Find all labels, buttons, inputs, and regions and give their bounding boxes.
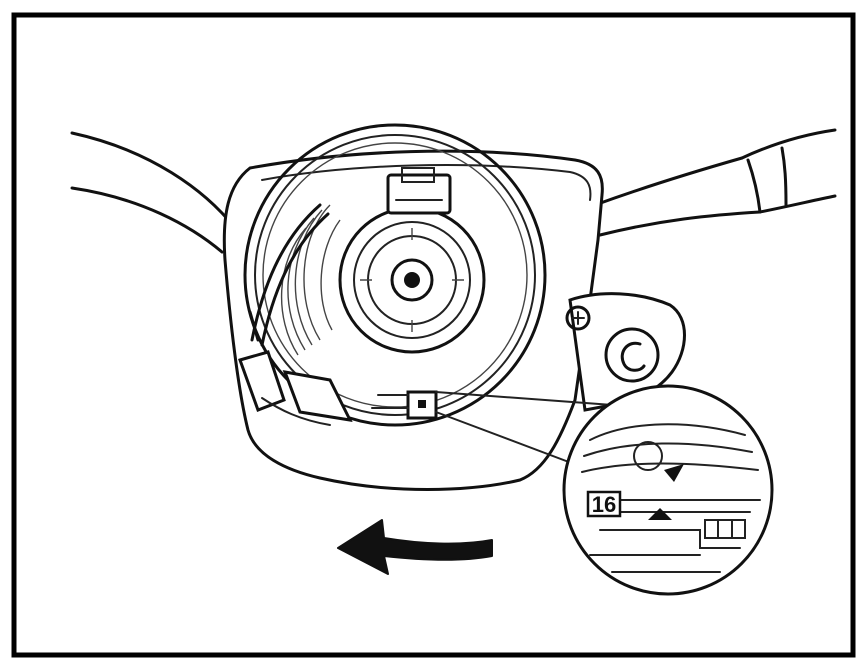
top-connector [386, 167, 452, 215]
center-hub [390, 258, 434, 302]
callout-label: 16 [592, 492, 616, 517]
alignment-mark-lower [648, 508, 672, 520]
figure-frame [11, 12, 856, 658]
side-bracket [565, 292, 686, 412]
left-stalk [70, 131, 237, 254]
wire-harness [238, 203, 353, 426]
detail-magnifier: 16 [562, 384, 774, 596]
right-stalk [593, 128, 837, 237]
alignment-mark-upper [664, 464, 684, 482]
lock-cylinder [604, 327, 660, 383]
cover-inner-edge [261, 164, 592, 201]
mounting-screw [565, 305, 591, 331]
lock-tab [371, 390, 438, 420]
rotation-arrow [337, 519, 493, 575]
callout-label-box [586, 490, 622, 518]
callout-leader [435, 391, 627, 471]
left-connector [238, 350, 286, 412]
